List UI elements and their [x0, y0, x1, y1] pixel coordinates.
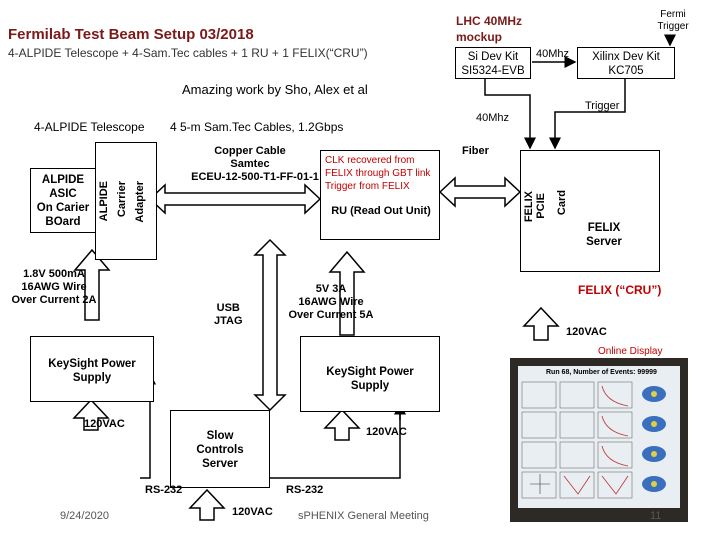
- felix-vertical-line-3: Card: [556, 190, 568, 216]
- lhc-mockup-label: LHC 40MHz mockup: [456, 14, 523, 45]
- ru-label: RU (Read Out Unit): [331, 205, 431, 217]
- felix-server-line-1: FELIX: [587, 222, 621, 234]
- alpide-asic-line-4: BOard: [45, 216, 81, 228]
- vac-right-label: 120VAC: [366, 426, 407, 438]
- footer-meeting: sPHENIX General Meeting: [298, 510, 429, 522]
- keysight-right-box: KeySight Power Supply: [300, 336, 440, 412]
- telescope-heading: 4-ALPIDE Telescope: [34, 120, 145, 134]
- felix-vertical-line-2: PCIE: [535, 193, 547, 219]
- footer-date: 9/24/2020: [60, 510, 109, 522]
- felix-box: FELIX PCIE FELIX Server: [520, 150, 660, 272]
- power-right-label: 5V 3A 16AWG Wire Over Current 5A: [276, 283, 386, 323]
- xilinx-part-label: KC705: [608, 65, 644, 77]
- alpide-carrier-line-2: Carrier: [116, 181, 128, 218]
- keysight-left-box: KeySight Power Supply: [30, 336, 154, 402]
- power-right-line-1: 5V 3A: [315, 283, 347, 295]
- alpide-asic-line-2: ASIC: [49, 188, 77, 200]
- usb-jtag-label: USB JTAG: [214, 302, 243, 328]
- si-dev-kit-label: Si Dev Kit: [467, 51, 519, 63]
- felix-server-line-2: Server: [586, 236, 622, 248]
- slow-controls-line-1: Slow: [206, 430, 234, 442]
- footer-page-number: 11: [650, 510, 662, 522]
- samtec-part-label: ECEU-12-500-T1-FF-01-1: [191, 171, 319, 183]
- power-left-line-2: 16AWG Wire: [21, 281, 87, 294]
- display-screen-title: Run 68, Number of Events: 99999: [546, 369, 657, 376]
- cables-heading: 4 5-m Sam.Tec Cables, 1.2Gbps: [170, 120, 344, 134]
- credit-text: Amazing work by Sho, Alex et al: [182, 82, 368, 97]
- alpide-carrier-line-1: ALPIDE: [98, 181, 110, 222]
- rs232-right-label: RS-232: [286, 484, 324, 496]
- power-left-label: 1.8V 500mA 16AWG Wire Over Current 2A: [4, 268, 104, 308]
- slide-title: Fermilab Test Beam Setup 03/2018: [8, 26, 254, 43]
- power-left-line-3: Over Current 2A: [11, 294, 97, 307]
- xilinx-dev-kit-box: Xilinx Dev Kit KC705: [577, 47, 675, 79]
- slow-controls-line-3: Server: [202, 458, 238, 470]
- freq-side-label: 40Mhz: [476, 112, 510, 124]
- felix-vertical-line-1: FELIX: [523, 191, 535, 223]
- clk-note: CLK recovered from FELIX through GBT lin…: [325, 154, 430, 193]
- clk-note-line-3: Trigger from FELIX: [325, 181, 410, 192]
- clk-note-line-1: CLK recovered from: [325, 155, 415, 166]
- fiber-label: Fiber: [462, 145, 489, 157]
- slow-controls-box: Slow Controls Server: [170, 410, 270, 488]
- keysight-right-line-2: Supply: [350, 380, 390, 392]
- freq-top-label: 40Mhz: [536, 48, 570, 60]
- online-display-photo: Run 68, Number of Events: 99999: [510, 358, 688, 522]
- alpide-asic-line-1: ALPIDE: [41, 174, 85, 186]
- slow-controls-line-2: Controls: [196, 444, 244, 456]
- si-part-label: SI5324-EVB: [461, 65, 525, 77]
- alpide-carrier-line-3: Adapter: [134, 181, 146, 223]
- display-screen: Run 68, Number of Events: 99999: [518, 366, 680, 508]
- power-right-line-2: 16AWG Wire: [298, 296, 364, 309]
- samtec-label: Samtec: [230, 158, 270, 170]
- felix-cru-label: FELIX (“CRU”): [578, 283, 662, 297]
- felix-vac-label: 120VAC: [566, 326, 607, 338]
- vac-bottom-label: 120VAC: [232, 506, 273, 518]
- usb-label: USB: [216, 302, 240, 314]
- online-display-label: Online Display: [598, 346, 663, 357]
- slide-subtitle: 4-ALPIDE Telescope + 4-Sam.Tec cables + …: [8, 46, 368, 60]
- power-right-line-3: Over Current 5A: [288, 309, 374, 322]
- clk-note-line-2: FELIX through GBT link: [325, 168, 431, 179]
- alpide-asic-line-3: On Carier: [36, 202, 90, 214]
- keysight-right-line-1: KeySight Power: [326, 366, 414, 378]
- rs232-left-label: RS-232: [145, 484, 183, 496]
- copper-cable-label: Copper Cable: [214, 145, 286, 157]
- alpide-carrier-box: ALPIDE Carrier Adapter: [95, 142, 157, 260]
- xilinx-dev-kit-label: Xilinx Dev Kit: [592, 51, 660, 63]
- fermi-trigger-label: Fermi Trigger: [657, 9, 689, 32]
- alpide-asic-box: ALPIDE ASIC On Carier BOard: [30, 168, 96, 233]
- ru-box: RU (Read Out Unit): [320, 150, 440, 240]
- display-plots: [521, 381, 666, 499]
- trigger-label: Trigger: [585, 100, 620, 112]
- si-dev-kit-box: Si Dev Kit SI5324-EVB: [455, 47, 531, 79]
- jtag-label: JTAG: [214, 315, 243, 328]
- keysight-left-line-1: KeySight Power: [48, 358, 136, 370]
- vac-left-label: 120VAC: [84, 418, 125, 430]
- power-left-line-1: 1.8V 500mA: [23, 268, 85, 280]
- keysight-left-line-2: Supply: [72, 372, 112, 384]
